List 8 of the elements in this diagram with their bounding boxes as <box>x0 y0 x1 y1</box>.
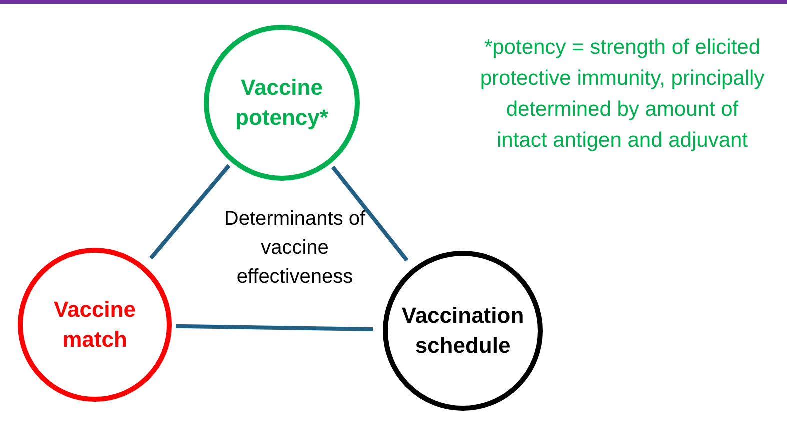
connector-line <box>176 324 374 332</box>
connector-line <box>150 164 231 260</box>
footnote-text: *potency = strength of elicited protective immunity, principally determined by amount of intact antigen and adjuvant <box>480 35 765 154</box>
node-label: Vaccination schedule <box>400 302 526 360</box>
node-label: Vaccine match <box>53 296 137 354</box>
connector-line <box>331 166 409 262</box>
node-label: Vaccine potency* <box>234 74 330 132</box>
center-label: Determinants of vaccine effectiveness <box>223 207 367 290</box>
